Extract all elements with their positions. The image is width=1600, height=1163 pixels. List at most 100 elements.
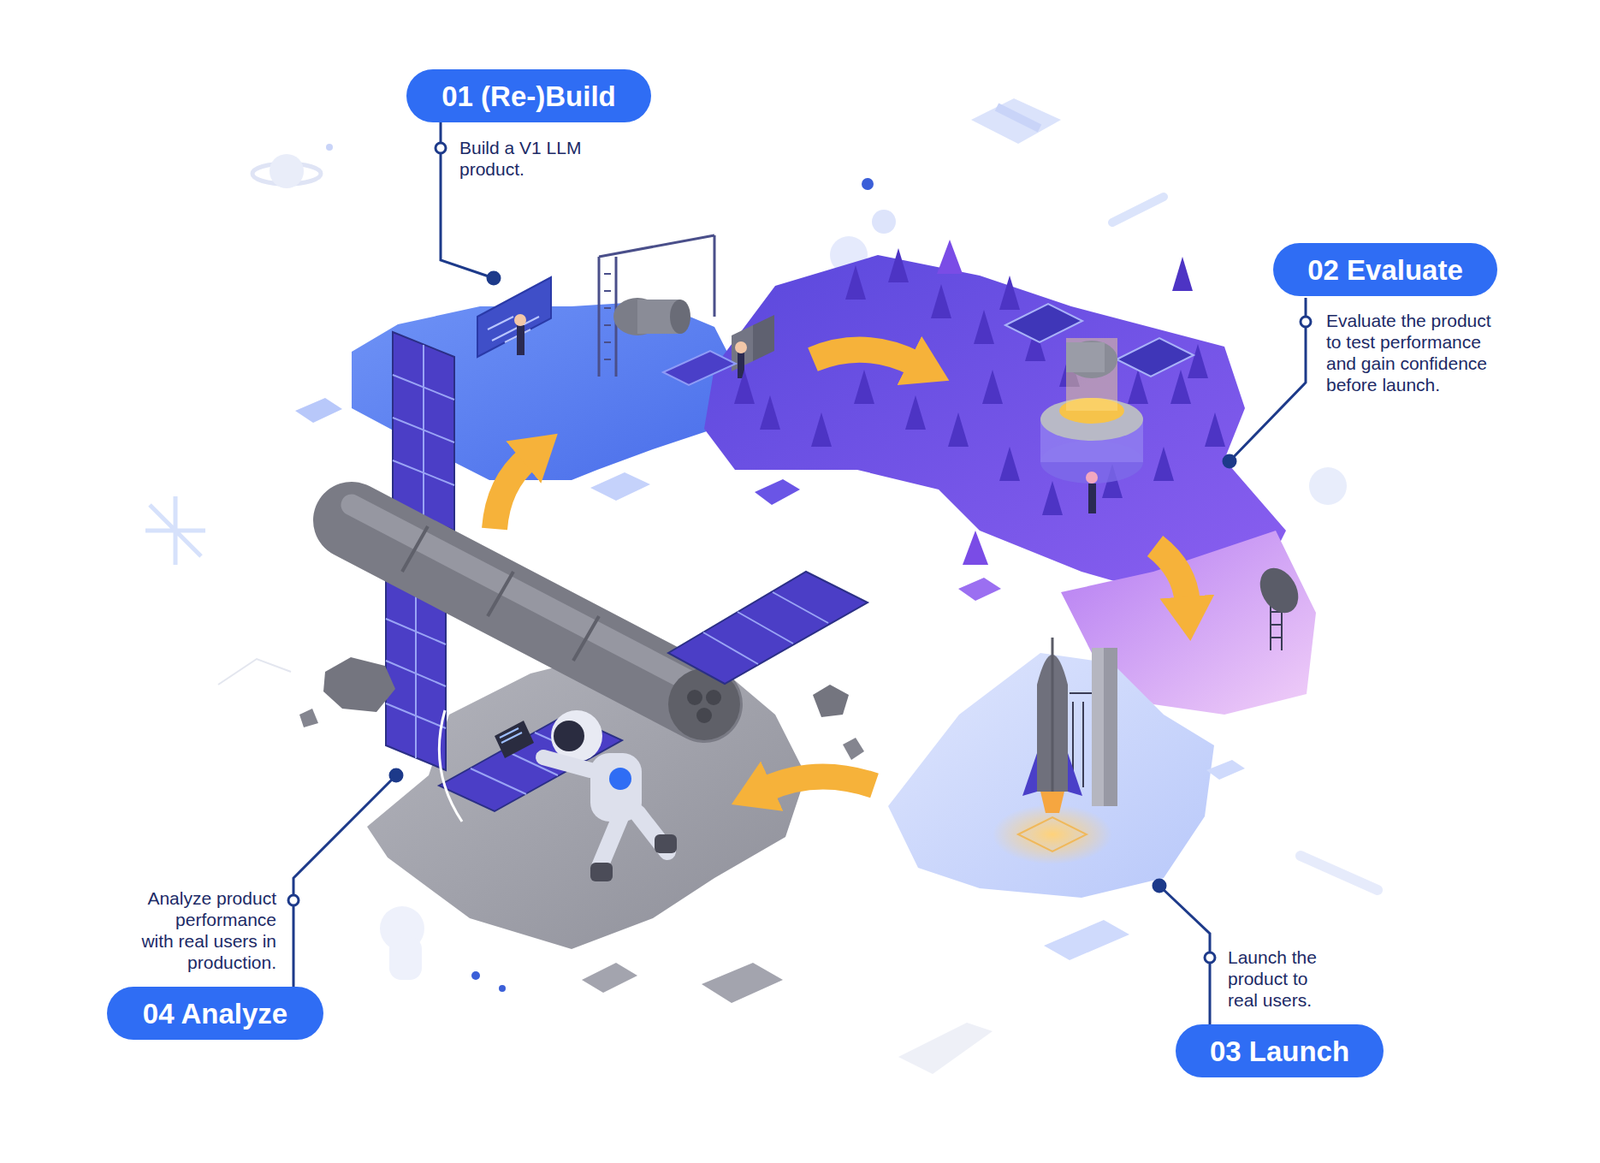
stage-description: Analyze product performance with real us… (139, 887, 277, 973)
cycle-arrows-part (765, 776, 875, 789)
test-chamber-part (1066, 337, 1118, 411)
evaluate-forest-part (888, 248, 909, 283)
leader-lines-part (1153, 879, 1166, 892)
leader-lines-part (1223, 455, 1236, 468)
stage-description: Launch the product to real users. (1227, 946, 1335, 1011)
decoration-part (269, 154, 304, 189)
rocket (992, 637, 1118, 865)
space-station-part (392, 331, 455, 531)
build-workshop-part (514, 314, 527, 326)
radar-dish-part (1270, 611, 1282, 638)
build-workshop (477, 235, 775, 386)
space-station-part (705, 689, 722, 706)
rocket-part (1022, 752, 1038, 796)
evaluate-forest-part (999, 275, 1020, 310)
decoration-part (971, 98, 1061, 144)
stage-title: 01 (Re-)Build (441, 82, 617, 111)
decoration-part (498, 984, 506, 992)
build-workshop-part (734, 341, 747, 354)
leader-lines-part (487, 272, 500, 285)
astronaut-part (590, 862, 613, 882)
rocket-part (1091, 647, 1118, 806)
leader-lines-part (1159, 885, 1210, 1025)
build-workshop-part (663, 350, 736, 386)
cycle-arrows-part (494, 457, 529, 529)
evaluate-forest-part (1204, 412, 1226, 447)
build-workshop-part (669, 299, 691, 334)
astronaut-part (499, 728, 522, 743)
evaluate-forest-part (853, 369, 875, 404)
stage-description: Evaluate the product to test performance… (1326, 309, 1506, 396)
space-station-part (703, 592, 829, 664)
evaluate-forest-part (962, 530, 989, 565)
evaluate-forest-part (973, 309, 995, 344)
evaluate-forest-part (1187, 343, 1209, 379)
leader-lines-part (1204, 952, 1215, 963)
stage-title: 04 Analyze (142, 999, 288, 1028)
evaluate-forest-part (845, 265, 866, 300)
evaluate-forest-part (905, 395, 926, 430)
rocket-part (992, 804, 1113, 865)
evaluate-forest-part (759, 395, 781, 430)
evaluate-forest-part (734, 369, 755, 404)
astronaut-part (609, 767, 632, 790)
evaluate-forest-part (1153, 446, 1174, 481)
test-chamber-part (1066, 340, 1118, 379)
cycle-arrows-part (1155, 545, 1188, 604)
build-workshop-part (598, 235, 715, 377)
stage-description: Build a V1 LLM product. (459, 136, 605, 180)
test-chamber-part (1088, 483, 1097, 514)
space-station-part (687, 689, 703, 706)
platform-regions (295, 254, 1316, 1003)
rocket-part (1018, 817, 1087, 852)
leader-lines-part (390, 769, 403, 782)
decoration-part (861, 177, 874, 190)
platform-regions-part (1206, 759, 1245, 780)
astronaut-part (543, 757, 591, 771)
asteroids-part (812, 684, 849, 718)
radar-dish (1252, 561, 1307, 651)
build-workshop-part (477, 277, 552, 357)
decoration-part (1112, 196, 1164, 223)
stage-pill: 01 (Re-)BuildBuild a V1 LLM product. (406, 69, 652, 123)
evaluate-forest-part (948, 412, 969, 447)
leader-lines-part (1300, 316, 1311, 327)
leader-lines-part (435, 142, 446, 154)
decoration-part (145, 496, 206, 565)
space-station-part (351, 520, 705, 705)
build-workshop-part (487, 316, 540, 343)
stage-pill: 04 AnalyzeAnalyze product performance wi… (106, 986, 324, 1040)
stage-pill: 02 EvaluateEvaluate the product to test … (1273, 242, 1498, 297)
evaluate-forest-part (999, 446, 1020, 481)
radar-dish-part (1252, 561, 1307, 620)
rocket-part (1067, 752, 1083, 796)
astronaut-part (553, 720, 585, 752)
test-chamber-part (1066, 342, 1105, 373)
evaluate-forest-part (1042, 480, 1063, 516)
space-station-part (351, 504, 705, 689)
space-station-part (402, 526, 599, 661)
platform-regions-part (295, 397, 343, 423)
evaluate-forest-part (1170, 369, 1192, 404)
evaluate-forest (734, 239, 1226, 565)
platform-regions-part (754, 479, 800, 505)
build-workshop-part (752, 314, 775, 362)
test-chamber-part (1116, 337, 1194, 377)
platform-regions-part (1043, 919, 1130, 960)
asteroids-part (842, 737, 865, 760)
platform-regions-part (701, 962, 783, 1003)
cycle-arrows (494, 349, 1188, 789)
space-station-part (385, 589, 446, 759)
asteroids-part (323, 657, 396, 712)
stage-title: 02 Evaluate (1307, 255, 1464, 285)
decoration-part (871, 209, 896, 234)
space-station (351, 331, 868, 822)
evaluate-forest-part (1172, 256, 1193, 291)
rocket-part (1040, 791, 1065, 813)
decoration-part (325, 143, 333, 151)
astronaut-part (389, 936, 422, 980)
leader-lines-part (288, 894, 299, 906)
platform-regions-part (590, 472, 651, 501)
rocket-part (1103, 647, 1118, 806)
